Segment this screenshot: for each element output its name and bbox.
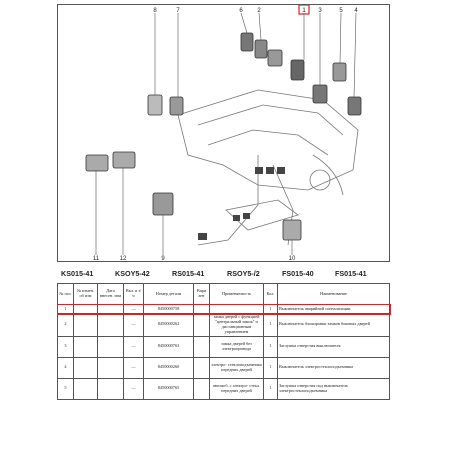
model-code: FS015-40 <box>282 269 314 278</box>
table-cell-name: Выключатель блокировки замков боковых дв… <box>277 313 390 337</box>
table-cell-variant <box>193 377 210 400</box>
table-cell-change <box>73 335 98 358</box>
model-code: RS015-41 <box>172 269 205 278</box>
col-header: Кол. <box>263 283 278 305</box>
table-cell-variant <box>193 335 210 358</box>
col-header: Применяемость <box>209 283 264 305</box>
table-cell-change <box>73 313 98 337</box>
table-cell-date <box>97 335 124 358</box>
table-cell-usage: замка дверей с функцией "центральный зам… <box>209 313 264 337</box>
col-header: Наименование <box>277 283 390 305</box>
table-cell-name: Заглушка отверстия выключателя <box>277 335 390 358</box>
table-cell-qty: 1 <box>263 377 278 400</box>
table-cell-qty: 1 <box>263 356 278 379</box>
col-header: Вкл. в з/ч <box>123 283 144 305</box>
callout-7: 7 <box>176 8 180 14</box>
parts-table: № поз. № измен. об изм Дата внесен. изм … <box>57 283 390 400</box>
table-cell-part: 8450000765 <box>143 377 194 400</box>
table-cell-date <box>97 377 124 400</box>
callout-9: 9 <box>161 256 165 262</box>
table-cell-variant <box>193 313 210 337</box>
table-cell-usage: замка дверей без электропривода <box>209 335 264 358</box>
table-cell-part: 8450000262 <box>143 313 194 337</box>
table-cell-name: Выключатель аварийной сигнализации <box>277 304 390 314</box>
highlighted-row-frame <box>56 303 391 315</box>
callout-2: 2 <box>257 8 261 14</box>
callout-12: 12 <box>120 256 127 262</box>
model-code: RSOY5-/2 <box>227 269 260 278</box>
table-cell-pos: 4 <box>57 356 74 379</box>
table-cell-pos: 5 <box>57 377 74 400</box>
col-header: № поз. <box>57 283 74 305</box>
model-code: KSOY5-42 <box>115 269 150 278</box>
model-code: KS015-41 <box>61 269 94 278</box>
table-cell-name: Заглушка отверстия под выключатель элект… <box>277 377 390 400</box>
table-cell-part: 8450000260 <box>143 356 194 379</box>
table-cell-change <box>73 377 98 400</box>
callout-11: 11 <box>93 256 100 262</box>
callout-1: 1 <box>302 8 306 14</box>
table-header-row: № поз. № измен. об изм Дата внесен. изм … <box>57 283 390 305</box>
dashboard-exploded-view: 8 7 6 1 2 3 4 5 9 10 11 12 <box>85 5 362 262</box>
table-row: 5 —8450000765 автомоб. с электро- стекл. п… <box>57 377 390 400</box>
table-cell-pos: 2 <box>57 313 74 337</box>
col-header: № измен. об изм <box>73 283 98 305</box>
model-code: FS015-41 <box>335 269 367 278</box>
table-row: 2 —8450000262 замка дверей с функцией "цен… <box>57 313 390 337</box>
table-cell-date <box>97 356 124 379</box>
model-codes-row: KS015-41 KSOY5-42 RS015-41 RSOY5-/2 FS01… <box>57 266 390 282</box>
col-header: Номер детали <box>143 283 194 305</box>
table-cell-incl: — <box>123 377 144 400</box>
highlight-callout-box <box>298 5 310 15</box>
table-cell-qty: 1 <box>263 335 278 358</box>
col-header: Вари ант <box>193 283 210 305</box>
col-header: Дата внесен. изм <box>97 283 124 305</box>
table-row: 4 —8450000260 электро- стеклоподъемника пе… <box>57 356 390 379</box>
table-cell-usage: электро- стеклоподъемника передних двере… <box>209 356 264 379</box>
callout-5: 5 <box>339 8 343 14</box>
callout-6: 6 <box>239 8 243 14</box>
parts-diagram: 8 7 6 1 2 3 4 5 9 10 11 12 <box>57 4 390 262</box>
table-cell-usage: автомоб. с электро- стекл. передних двер… <box>209 377 264 400</box>
table-cell-change <box>73 356 98 379</box>
callout-8: 8 <box>153 8 157 14</box>
callout-10: 10 <box>289 256 296 262</box>
table-cell-pos: 3 <box>57 335 74 358</box>
table-row: 3 —8450000763 замка дверей без электроприв… <box>57 335 390 358</box>
callout-3: 3 <box>318 8 322 14</box>
table-cell-incl: — <box>123 356 144 379</box>
table-cell-name: Выключатель электростеклоподъемника <box>277 356 390 379</box>
callout-4: 4 <box>354 8 358 14</box>
table-cell-part: 8450000763 <box>143 335 194 358</box>
table-cell-incl: — <box>123 335 144 358</box>
catalog-page: 8 7 6 1 2 3 4 5 9 10 11 12 KS015-41 KSOY… <box>56 4 391 440</box>
table-cell-incl: — <box>123 313 144 337</box>
table-cell-qty: 1 <box>263 313 278 337</box>
table-cell-variant <box>193 356 210 379</box>
table-cell-date <box>97 313 124 337</box>
